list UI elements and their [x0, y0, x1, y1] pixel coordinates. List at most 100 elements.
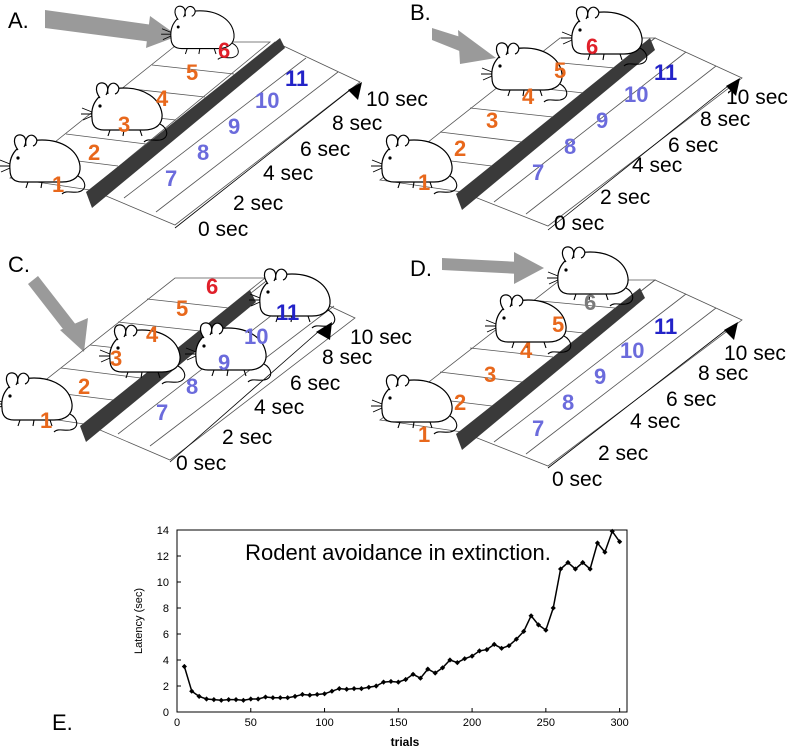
- cell-number: 7: [532, 416, 544, 441]
- cell-number: 5: [186, 60, 198, 85]
- time-label: 10 sec: [366, 88, 428, 111]
- data-point: [380, 679, 387, 685]
- grid-d: [379, 279, 743, 467]
- panel-a: A. 1 2 3 4 5 6 7: [0, 5, 428, 241]
- cell-number: 2: [454, 390, 466, 415]
- mouse-icon: [370, 374, 458, 435]
- cell-number: 9: [228, 114, 240, 139]
- data-point: [491, 641, 497, 647]
- panel-a-label: A.: [8, 8, 29, 33]
- cell-number: 8: [562, 390, 574, 415]
- cell-number: 3: [484, 362, 496, 387]
- mouse-icon: [370, 134, 458, 195]
- cell-number: 9: [218, 350, 230, 375]
- cell-number: 5: [554, 58, 566, 83]
- data-point: [528, 613, 534, 619]
- time-axis-arrow-b: [726, 78, 740, 96]
- data-point: [609, 528, 615, 534]
- time-label: 10 sec: [726, 86, 788, 109]
- y-tick-label: 4: [163, 655, 169, 667]
- data-point: [196, 693, 202, 699]
- arrow-c: [28, 276, 80, 338]
- data-point: [506, 643, 512, 649]
- data-point: [594, 540, 601, 546]
- cell-number: 11: [276, 300, 299, 325]
- cell-number: 5: [176, 296, 188, 321]
- data-point: [395, 679, 401, 685]
- time-label: 0 sec: [198, 218, 248, 241]
- cell-number: 1: [418, 422, 430, 447]
- data-point: [535, 622, 542, 628]
- x-tick-label: 150: [389, 717, 407, 729]
- data-point: [403, 676, 409, 683]
- time-label: 2 sec: [222, 426, 272, 449]
- cells-b: 1 2 3 4 5 6 7 8 9 10 11: [418, 34, 677, 195]
- data-point: [351, 686, 357, 692]
- cell-number: 7: [532, 160, 544, 185]
- time-labels-c: 0 sec 2 sec 4 sec 6 sec 8 sec 10 sec: [176, 326, 412, 475]
- chart-title: Rodent avoidance in extinction.: [245, 540, 551, 565]
- data-point: [277, 695, 283, 701]
- arrow-c-head: [60, 318, 88, 352]
- time-label: 10 sec: [724, 342, 786, 365]
- data-point: [329, 688, 335, 694]
- data-point: [248, 696, 254, 702]
- time-labels-d: 0 sec 2 sec 4 sec 6 sec 8 sec 10 sec: [552, 342, 786, 491]
- time-label: 10 sec: [350, 326, 412, 349]
- y-tick-label: 0: [163, 707, 169, 719]
- mouse-icon: [0, 372, 78, 433]
- time-labels-b: 0 sec 2 sec 4 sec 6 sec 8 sec 10 sec: [554, 86, 788, 235]
- data-point: [580, 559, 586, 566]
- data-point: [439, 665, 446, 671]
- cell-number: 1: [52, 172, 64, 197]
- data-point: [181, 663, 187, 670]
- arrow-d-head: [514, 252, 544, 284]
- y-tick-label: 14: [157, 525, 169, 537]
- mouse-icon: [0, 134, 86, 195]
- data-point: [344, 686, 350, 692]
- data-point: [469, 653, 475, 659]
- x-tick-label: 100: [315, 717, 333, 729]
- panel-c-label: C.: [8, 252, 30, 277]
- cell-number: 10: [244, 324, 268, 349]
- cell-number: 6: [584, 290, 596, 315]
- y-tick-label: 2: [163, 681, 169, 693]
- data-point: [373, 683, 379, 689]
- barrier-a: [86, 38, 285, 208]
- data-point: [218, 697, 224, 703]
- time-axis-arrow-c: [316, 322, 332, 340]
- plot-frame: [176, 529, 628, 713]
- cell-number: 2: [454, 136, 466, 161]
- cell-number: 8: [186, 374, 198, 399]
- barrier-d: [456, 288, 645, 450]
- time-label: 8 sec: [332, 112, 382, 135]
- panel-d: D. 1 2 3 4 5 6 7 8 9 1: [370, 246, 786, 491]
- time-label: 4 sec: [630, 410, 680, 433]
- data-point: [447, 657, 453, 663]
- x-tick-label: 200: [463, 717, 481, 729]
- data-point: [203, 696, 210, 702]
- time-label: 2 sec: [233, 192, 283, 215]
- cell-number: 11: [654, 60, 677, 85]
- data-point: [240, 697, 246, 703]
- data-point: [388, 678, 394, 685]
- panel-d-label: D.: [410, 256, 432, 281]
- cells-a: 1 2 3 4 5 6 7 8 9 10 11: [52, 38, 308, 197]
- data-point: [587, 566, 593, 572]
- arrow-b-head: [458, 30, 496, 64]
- panel-e: E. Rodent avoidance in extinction. trial…: [52, 525, 629, 748]
- cell-number: 9: [594, 364, 606, 389]
- panel-b-label: B.: [410, 0, 431, 25]
- cell-number: 9: [596, 108, 608, 133]
- data-point: [285, 695, 291, 701]
- cell-number: 3: [118, 112, 130, 137]
- data-point: [454, 660, 460, 666]
- time-label: 0 sec: [554, 212, 604, 235]
- data-point: [189, 688, 195, 694]
- time-label: 6 sec: [300, 138, 350, 161]
- panel-e-label: E.: [52, 710, 73, 735]
- cell-number: 1: [40, 408, 52, 433]
